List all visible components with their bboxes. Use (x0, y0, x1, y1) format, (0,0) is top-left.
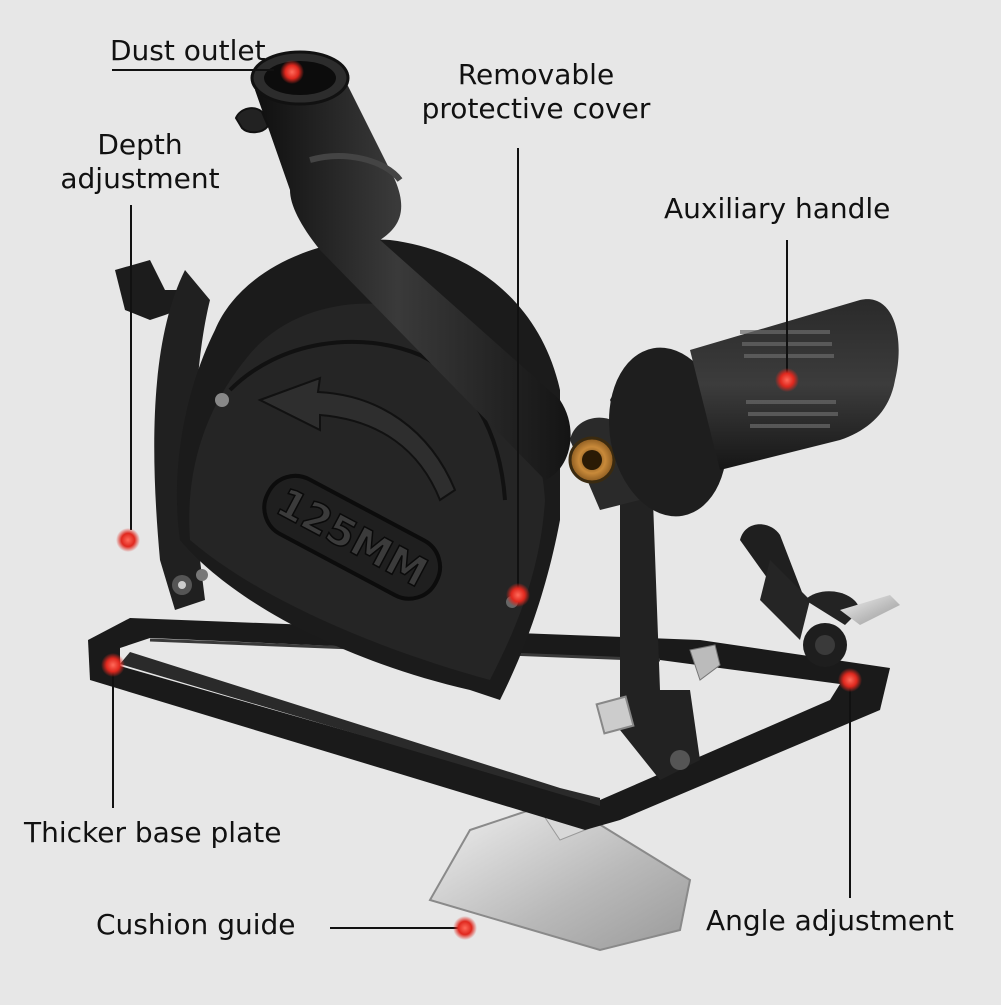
protective-cover-label-line2: protective cover (421, 92, 651, 125)
dust-outlet-label: Dust outlet (110, 34, 266, 67)
dust-outlet-dot (280, 60, 304, 84)
protective-cover-label: Removable protective cover (412, 58, 660, 126)
cushion-guide-label: Cushion guide (96, 908, 296, 941)
callout-dots (101, 60, 862, 940)
depth-adjustment-label: Depth adjustment (50, 128, 230, 196)
callout-lines (112, 69, 851, 929)
depth-adjustment-label-line2: adjustment (60, 162, 220, 195)
depth-adjustment-label-line1: Depth (97, 128, 183, 161)
cushion-dot (453, 916, 477, 940)
cover-dot (506, 583, 530, 607)
auxiliary-handle (609, 299, 899, 517)
handle-dot (775, 368, 799, 392)
protective-cover-label-line1: Removable (457, 58, 615, 91)
base-dot (101, 653, 125, 677)
angle-adjustment-assembly (689, 524, 900, 681)
angle-adjustment-label: Angle adjustment (706, 904, 954, 937)
depth-dot (116, 528, 140, 552)
angle-dot (838, 668, 862, 692)
thicker-base-plate-label: Thicker base plate (24, 816, 282, 849)
auxiliary-handle-label: Auxiliary handle (664, 192, 891, 225)
